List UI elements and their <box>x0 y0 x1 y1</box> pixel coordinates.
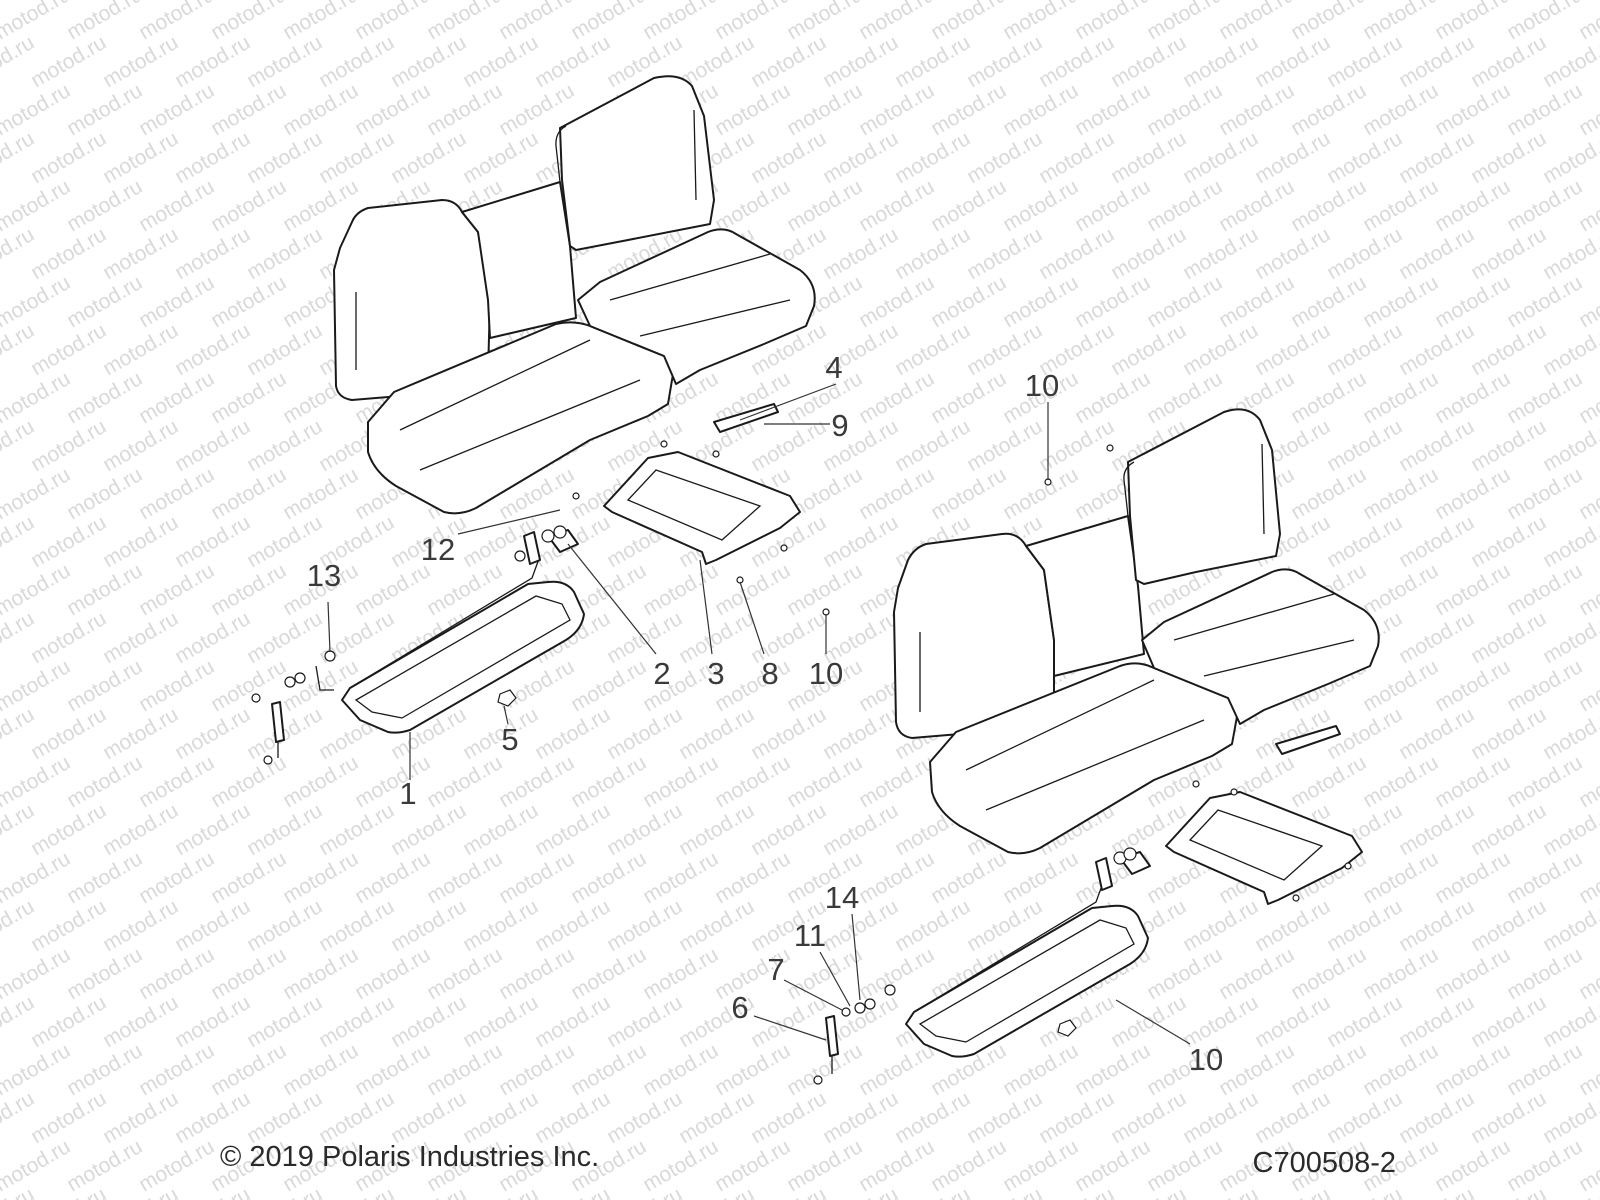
seat-frame-left <box>271 403 801 758</box>
callout-13: 13 <box>307 558 341 593</box>
callout-10-c: 10 <box>1189 1042 1223 1077</box>
callout-7: 7 <box>767 952 784 987</box>
diagram-code: C700508-2 <box>1253 1147 1397 1179</box>
callout-1: 1 <box>399 776 416 811</box>
callout-10-a: 10 <box>1025 368 1059 403</box>
hardware-right <box>813 444 1352 1085</box>
hardware-left <box>251 440 830 765</box>
callout-2: 2 <box>653 656 670 691</box>
callout-6: 6 <box>731 990 748 1025</box>
callout-labels: 4 9 10 12 13 2 3 8 10 5 1 14 11 7 6 10 <box>307 350 1223 1077</box>
seat-bottom-right-assembly <box>929 568 1380 855</box>
callout-11: 11 <box>794 918 826 953</box>
callout-9: 9 <box>831 408 848 443</box>
callout-8: 8 <box>761 656 778 691</box>
callout-3: 3 <box>707 656 724 691</box>
copyright-text: © 2019 Polaris Industries Inc. <box>220 1141 599 1173</box>
seat-bottom-left-assembly <box>367 228 816 515</box>
callout-4: 4 <box>825 350 842 385</box>
seat-frame-right <box>825 725 1363 1074</box>
seat-back-right-assembly <box>893 408 1281 739</box>
callout-14: 14 <box>825 880 859 915</box>
seat-back-left-assembly <box>333 75 715 401</box>
callout-10-b: 10 <box>809 656 843 691</box>
callout-5: 5 <box>501 722 518 757</box>
leader-lines <box>327 383 1191 1045</box>
callout-12: 12 <box>421 532 455 567</box>
